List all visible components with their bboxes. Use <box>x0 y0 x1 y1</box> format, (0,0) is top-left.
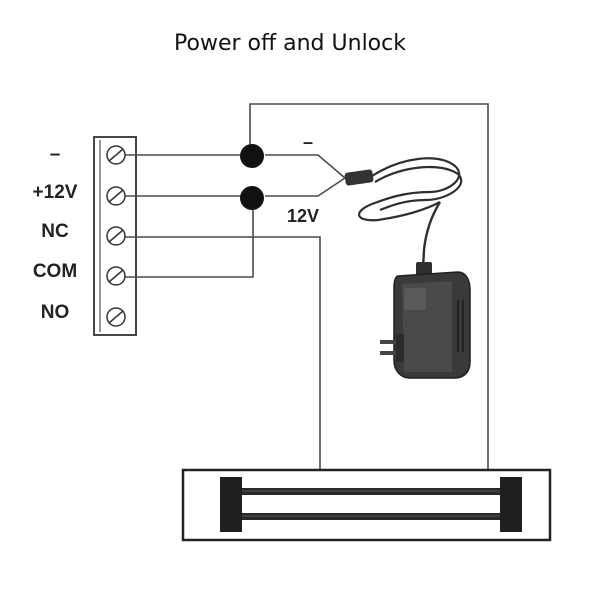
terminal-screw-icon <box>106 266 126 286</box>
terminal-label-nc: NC <box>41 221 69 242</box>
terminal-screw-icon <box>106 145 126 165</box>
terminal-block <box>93 136 137 336</box>
junction-dot-plus <box>240 186 264 210</box>
wiring <box>125 103 489 470</box>
terminal-screw-icon <box>106 226 126 246</box>
terminal-label-minus: – <box>50 144 61 165</box>
power-adapter-icon <box>344 157 471 379</box>
terminal-screw-icon <box>106 307 126 327</box>
wire-com <box>125 196 254 278</box>
diagram-title: Power off and Unlock <box>174 31 406 56</box>
adapter-lead-minus <box>265 154 346 179</box>
junction-dot-minus <box>240 144 264 168</box>
wire-nc-to-lock <box>125 236 321 470</box>
magnetic-lock-icon <box>181 468 552 542</box>
terminal-label-com: COM <box>33 261 77 282</box>
terminal-label-no: NO <box>41 302 70 323</box>
terminal-label-12v: +12V <box>33 182 78 203</box>
terminal-screw-icon <box>106 186 126 206</box>
adapter-minus-label: – <box>303 132 313 152</box>
wire-minus-to-lock <box>249 103 489 470</box>
adapter-voltage-label: 12V <box>287 206 319 226</box>
adapter-lead-plus <box>265 177 346 197</box>
